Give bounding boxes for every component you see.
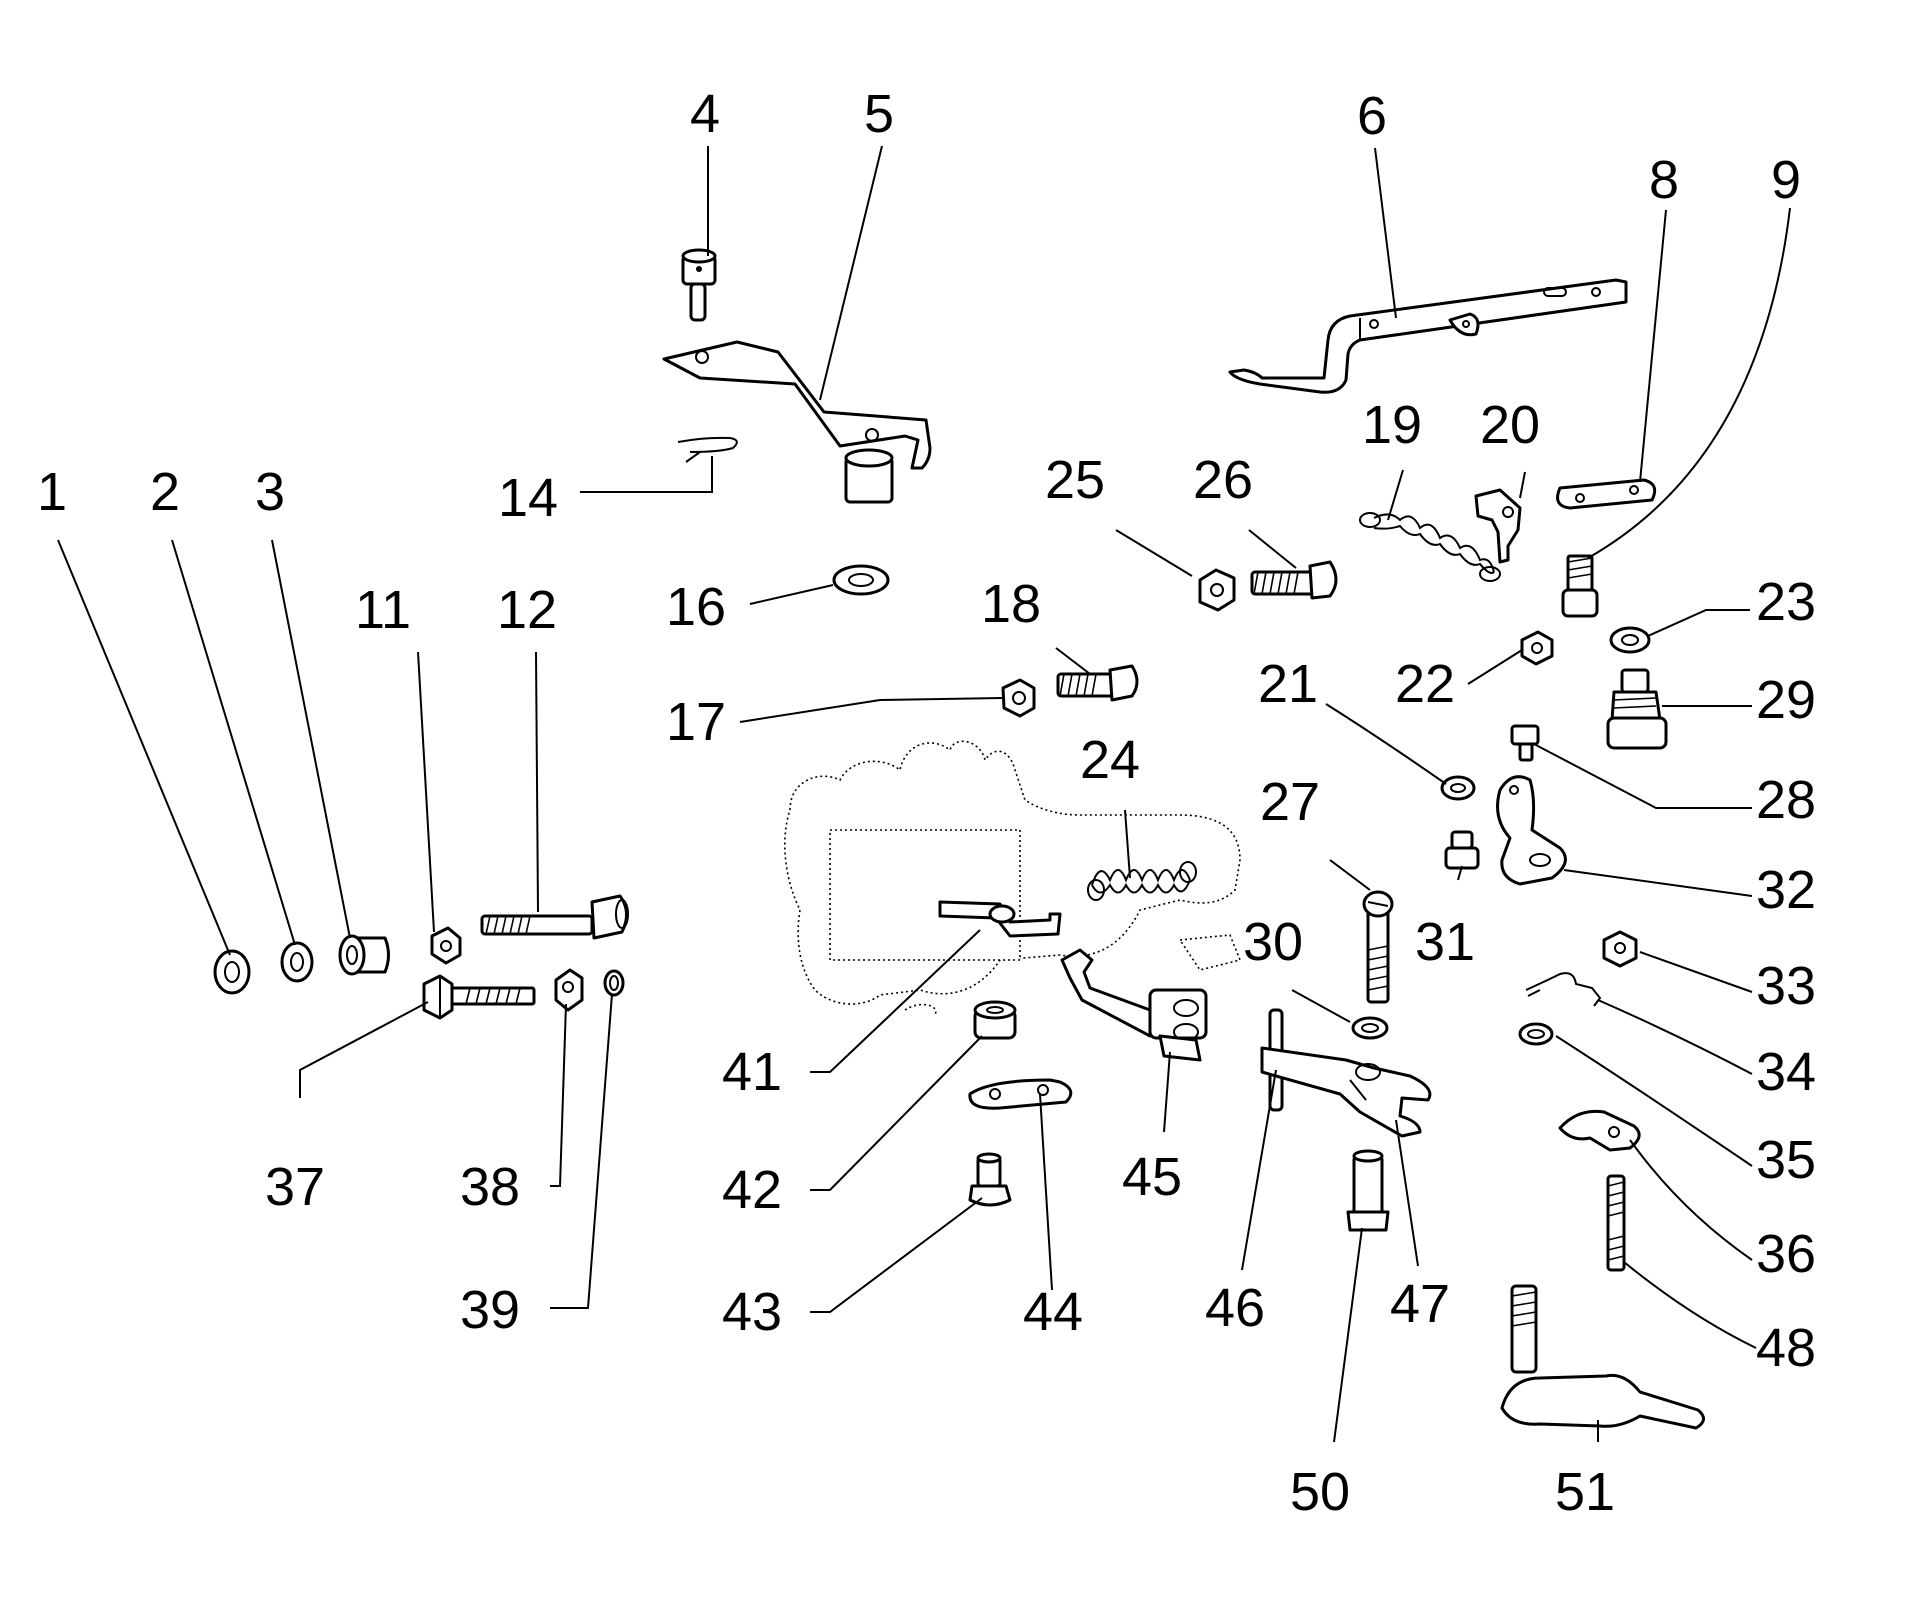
part-2-washer [280,941,314,983]
callout-5: 5 [864,84,894,144]
part-37-hex-bolt [422,974,536,1020]
part-38-nut [554,968,584,1012]
callout-33: 33 [1756,956,1816,1016]
callout-2: 2 [150,462,180,522]
callout-48: 48 [1756,1318,1816,1378]
part-42-bushing [973,1000,1017,1040]
part-31-screw [1444,830,1480,870]
part-9-screw [1561,554,1599,618]
callout-3: 3 [255,462,285,522]
callout-21: 21 [1258,654,1318,714]
part-41-lever-spring [938,900,1062,938]
part-44-plate [968,1078,1073,1110]
callout-26: 26 [1193,450,1253,510]
part-8-plate [1556,478,1657,510]
part-32-cam-lever [1496,775,1567,886]
callout-41: 41 [722,1042,782,1102]
part-46-47-lever-assembly [1260,1008,1432,1138]
part-18-screw [1056,664,1139,702]
callout-32: 32 [1756,860,1816,920]
part-43-bolt [968,1152,1012,1207]
callout-42: 42 [722,1160,782,1220]
callout-labels: 1 2 3 4 5 6 8 9 11 12 14 16 17 18 19 20 … [37,84,1816,1522]
part-29-fitting [1606,668,1668,750]
callout-18: 18 [981,574,1041,634]
part-34-clip [1525,972,1602,1007]
callout-28: 28 [1756,770,1816,830]
callout-37: 37 [265,1157,325,1217]
callout-29: 29 [1756,670,1816,730]
callout-11: 11 [355,580,411,640]
callout-44: 44 [1023,1282,1083,1342]
part-3-bushing [338,934,390,976]
callout-36: 36 [1756,1224,1816,1284]
part-24-spring [1087,861,1197,901]
part-14-cotter-pin [677,436,738,463]
part-50-bolt [1346,1149,1390,1232]
callout-50: 50 [1290,1462,1350,1522]
callout-22: 22 [1395,654,1455,714]
part-39-o-ring [603,969,625,997]
callout-1: 1 [37,462,67,522]
callout-19: 19 [1362,395,1422,455]
callout-39: 39 [460,1280,520,1340]
callout-31: 31 [1415,912,1475,972]
callout-24: 24 [1080,730,1140,790]
part-6-rod-lever [1228,278,1628,394]
part-17-nut [1001,678,1036,718]
part-20-bracket [1474,488,1522,564]
part-33-nut [1602,930,1638,968]
part-21-washer [1440,775,1476,801]
part-5-bracket [662,340,932,504]
part-4-pin [681,248,717,322]
part-30-washer [1351,1016,1389,1040]
callout-46: 46 [1205,1278,1265,1338]
callout-9: 9 [1771,150,1801,210]
part-25-nut [1198,568,1236,612]
callout-45: 45 [1122,1147,1182,1207]
part-35-o-ring [1518,1022,1554,1046]
leader-lines [57,145,1791,1443]
part-1-washer [213,949,251,995]
callout-4: 4 [690,84,720,144]
part-27-long-screw [1362,890,1394,1004]
callout-51: 51 [1555,1462,1615,1522]
callout-6: 6 [1357,86,1387,146]
callout-30: 30 [1243,912,1303,972]
callout-25: 25 [1045,450,1105,510]
part-16-washer [832,564,890,596]
part-11-nut [430,926,462,965]
part-26-screw [1250,560,1338,600]
part-23-washer [1609,626,1651,654]
callout-8: 8 [1649,150,1679,210]
part-22-nut [1520,630,1554,666]
callout-20: 20 [1480,395,1540,455]
callout-47: 47 [1390,1274,1450,1334]
callout-38: 38 [460,1157,520,1217]
part-28-screw [1510,724,1540,762]
callout-34: 34 [1756,1042,1816,1102]
part-19-spring [1359,512,1501,582]
callout-35: 35 [1756,1130,1816,1190]
callout-27: 27 [1260,772,1320,832]
callout-16: 16 [666,577,726,637]
part-48-stud [1606,1174,1626,1272]
part-45-fork-lever [1060,948,1208,1062]
pump-housing-outline [784,740,1242,1016]
callout-17: 17 [666,692,726,752]
part-36-plate [1558,1109,1641,1152]
part-51-lever [1500,1284,1705,1430]
part-12-long-bolt [480,894,629,940]
callout-23: 23 [1756,572,1816,632]
callout-43: 43 [722,1282,782,1342]
callout-12: 12 [497,580,557,640]
callout-14: 14 [498,468,558,528]
